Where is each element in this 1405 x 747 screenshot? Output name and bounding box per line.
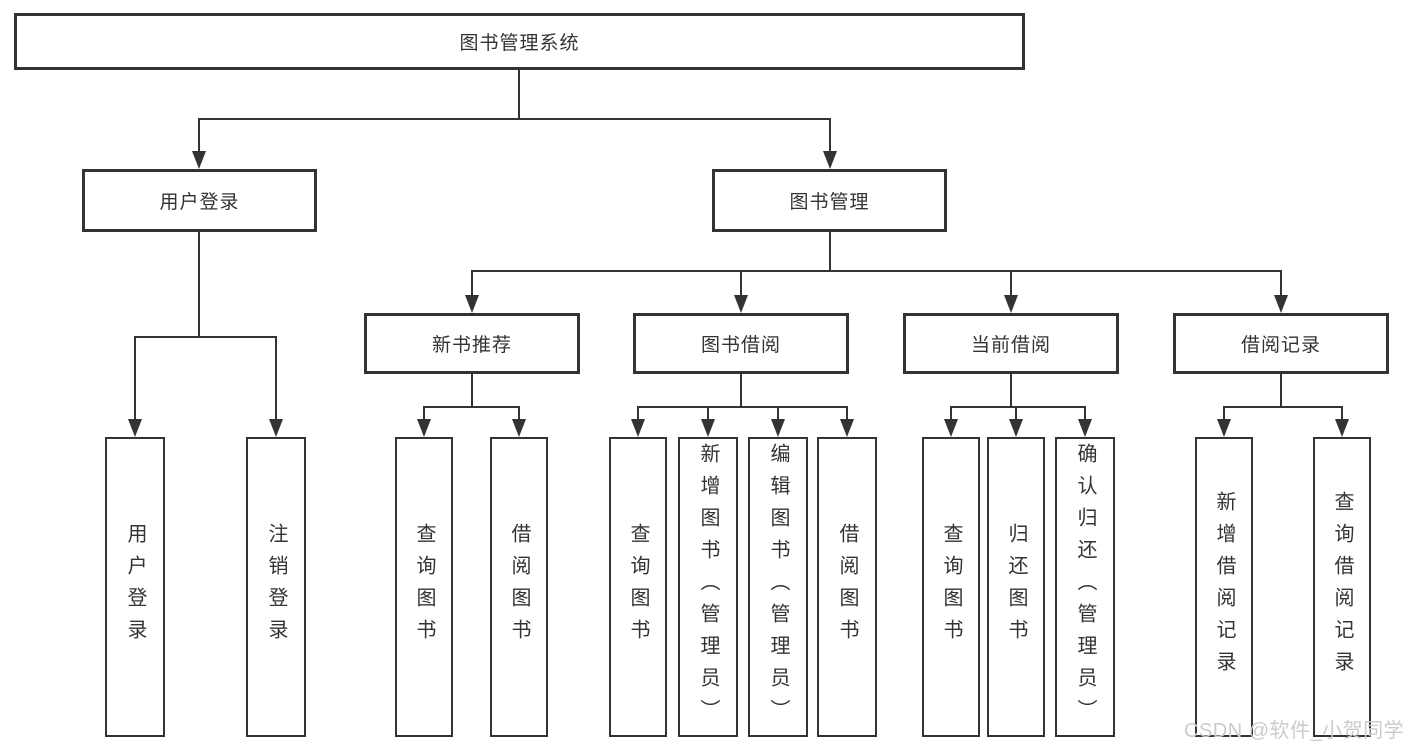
leaf-confirm-return-admin-label: 确认归还（管理员）: [1074, 443, 1096, 731]
connector-stem-current-borrow: [1010, 374, 1012, 408]
connector-drop-leaf: [1341, 406, 1343, 421]
connector-drop-leaf: [846, 406, 848, 421]
leaf-borrow-query-books: 查询图书: [609, 437, 667, 737]
connector-user-login-branch: [134, 336, 277, 338]
leaf-current-query-books: 查询图书: [922, 437, 980, 737]
arrow-down-icon: [269, 419, 283, 437]
node-new-book-recommend: 新书推荐: [364, 313, 580, 374]
connector-drop-leaf: [518, 406, 520, 421]
node-current-borrow-label: 当前借阅: [970, 335, 1051, 356]
leaf-add-borrow-record-label: 新增借阅记录: [1213, 491, 1235, 683]
arrow-down-icon: [840, 419, 854, 437]
connector-drop-leaf: [950, 406, 952, 421]
leaf-user-login: 用户登录: [105, 437, 165, 737]
leaf-recommend-borrow-books-label: 借阅图书: [508, 523, 530, 651]
arrow-down-icon: [128, 419, 142, 437]
node-user-login: 用户登录: [82, 169, 317, 232]
node-root-label: 图书管理系统: [459, 33, 580, 54]
leaf-borrow-books: 借阅图书: [817, 437, 877, 737]
node-new-book-recommend-label: 新书推荐: [431, 335, 512, 356]
node-user-login-label: 用户登录: [159, 192, 240, 213]
leaf-query-borrow-record: 查询借阅记录: [1313, 437, 1371, 737]
arrow-down-icon: [734, 295, 748, 313]
arrow-down-icon: [771, 419, 785, 437]
leaf-logout: 注销登录: [246, 437, 306, 737]
arrow-down-icon: [823, 151, 837, 169]
leaf-return-books-label: 归还图书: [1005, 523, 1027, 651]
leaf-recommend-query-books-label: 查询图书: [413, 523, 435, 651]
connector-drop-leaf: [707, 406, 709, 421]
connector-drop-level3: [1280, 270, 1282, 297]
arrow-down-icon: [192, 151, 206, 169]
connector-book-borrow-branch: [637, 406, 848, 408]
node-borrow-records: 借阅记录: [1173, 313, 1389, 374]
node-book-borrow-label: 图书借阅: [700, 335, 781, 356]
leaf-user-login-label: 用户登录: [124, 523, 146, 651]
watermark: CSDN @软件_小贺同学: [1184, 720, 1405, 742]
connector-drop-leaf: [134, 336, 136, 421]
connector-drop-leaf: [1015, 406, 1017, 421]
connector-stem-new-book-recommend: [471, 374, 473, 408]
node-borrow-records-label: 借阅记录: [1240, 335, 1321, 356]
leaf-return-books: 归还图书: [987, 437, 1045, 737]
arrow-down-icon: [1274, 295, 1288, 313]
node-current-borrow: 当前借阅: [903, 313, 1119, 374]
connector-root-stem: [518, 70, 520, 118]
connector-drop-book-management: [829, 118, 831, 153]
connector-drop-leaf: [637, 406, 639, 421]
arrow-down-icon: [1217, 419, 1231, 437]
leaf-recommend-borrow-books: 借阅图书: [490, 437, 548, 737]
node-book-management-label: 图书管理: [789, 192, 870, 213]
connector-current-borrow-branch: [950, 406, 1086, 408]
arrow-down-icon: [1078, 419, 1092, 437]
connector-user-login-stem: [198, 232, 200, 338]
connector-drop-level3: [471, 270, 473, 297]
arrow-down-icon: [417, 419, 431, 437]
leaf-add-books-admin: 新增图书（管理员）: [678, 437, 738, 737]
leaf-add-books-admin-label: 新增图书（管理员）: [697, 443, 719, 731]
arrow-down-icon: [1004, 295, 1018, 313]
connector-stem-borrow-records: [1280, 374, 1282, 408]
arrow-down-icon: [1009, 419, 1023, 437]
leaf-query-borrow-record-label: 查询借阅记录: [1331, 491, 1353, 683]
arrow-down-icon: [701, 419, 715, 437]
connector-drop-level3: [740, 270, 742, 297]
connector-drop-leaf: [423, 406, 425, 421]
connector-borrow-records-branch: [1223, 406, 1343, 408]
connector-level3-branch: [471, 270, 1282, 272]
arrow-down-icon: [512, 419, 526, 437]
connector-book-management-stem: [829, 232, 831, 272]
leaf-logout-label: 注销登录: [265, 523, 287, 651]
connector-drop-leaf: [275, 336, 277, 421]
leaf-edit-books-admin: 编辑图书（管理员）: [748, 437, 808, 737]
leaf-borrow-query-books-label: 查询图书: [627, 523, 649, 651]
connector-drop-level3: [1010, 270, 1012, 297]
leaf-edit-books-admin-label: 编辑图书（管理员）: [767, 443, 789, 731]
leaf-confirm-return-admin: 确认归还（管理员）: [1055, 437, 1115, 737]
node-root: 图书管理系统: [14, 13, 1025, 70]
connector-drop-leaf: [1084, 406, 1086, 421]
connector-stem-book-borrow: [740, 374, 742, 408]
arrow-down-icon: [944, 419, 958, 437]
node-book-management: 图书管理: [712, 169, 947, 232]
connector-new-book-branch: [423, 406, 520, 408]
arrow-down-icon: [1335, 419, 1349, 437]
connector-drop-leaf: [777, 406, 779, 421]
connector-drop-user-login: [198, 118, 200, 153]
arrow-down-icon: [631, 419, 645, 437]
leaf-current-query-books-label: 查询图书: [940, 523, 962, 651]
node-book-borrow: 图书借阅: [633, 313, 849, 374]
leaf-recommend-query-books: 查询图书: [395, 437, 453, 737]
leaf-borrow-books-label: 借阅图书: [836, 523, 858, 651]
connector-drop-leaf: [1223, 406, 1225, 421]
arrow-down-icon: [465, 295, 479, 313]
leaf-add-borrow-record: 新增借阅记录: [1195, 437, 1253, 737]
connector-level2-branch: [198, 118, 831, 120]
